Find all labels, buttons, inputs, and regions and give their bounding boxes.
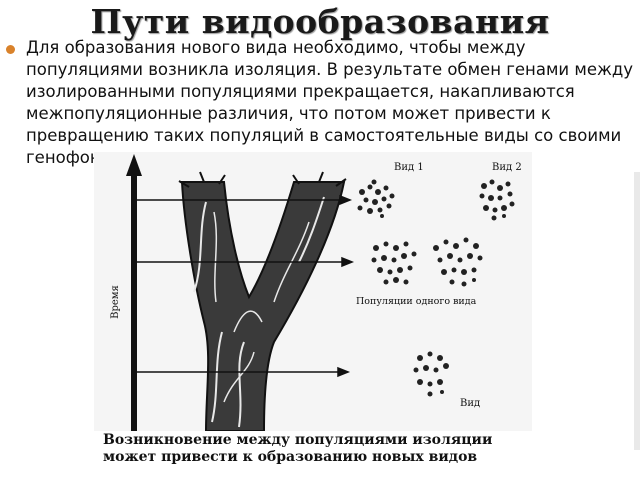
edge-strip	[634, 172, 640, 450]
cluster-populations	[371, 237, 483, 287]
body-paragraph: Для образования нового вида необходимо, …	[26, 38, 634, 167]
cluster-species2	[479, 179, 515, 221]
species-label: Вид	[460, 398, 480, 409]
speciation-figure: Время Вид 1 Вид 2 Популяции одного вида …	[94, 152, 532, 431]
time-arrows	[136, 194, 355, 378]
species2-label: Вид 2	[492, 162, 522, 173]
populations-label: Популяции одного вида	[356, 296, 477, 307]
cluster-species1	[357, 179, 395, 218]
cluster-species	[413, 351, 449, 397]
time-axis-arrowhead	[126, 154, 142, 176]
bullet-marker	[6, 45, 15, 54]
time-axis-label: Время	[110, 285, 121, 319]
slide-title: Пути видообразования	[90, 2, 550, 41]
evolution-tree	[178, 171, 347, 431]
species1-label: Вид 1	[394, 162, 424, 173]
figure-caption: Возникновение между популяциями изоляции…	[103, 432, 493, 465]
